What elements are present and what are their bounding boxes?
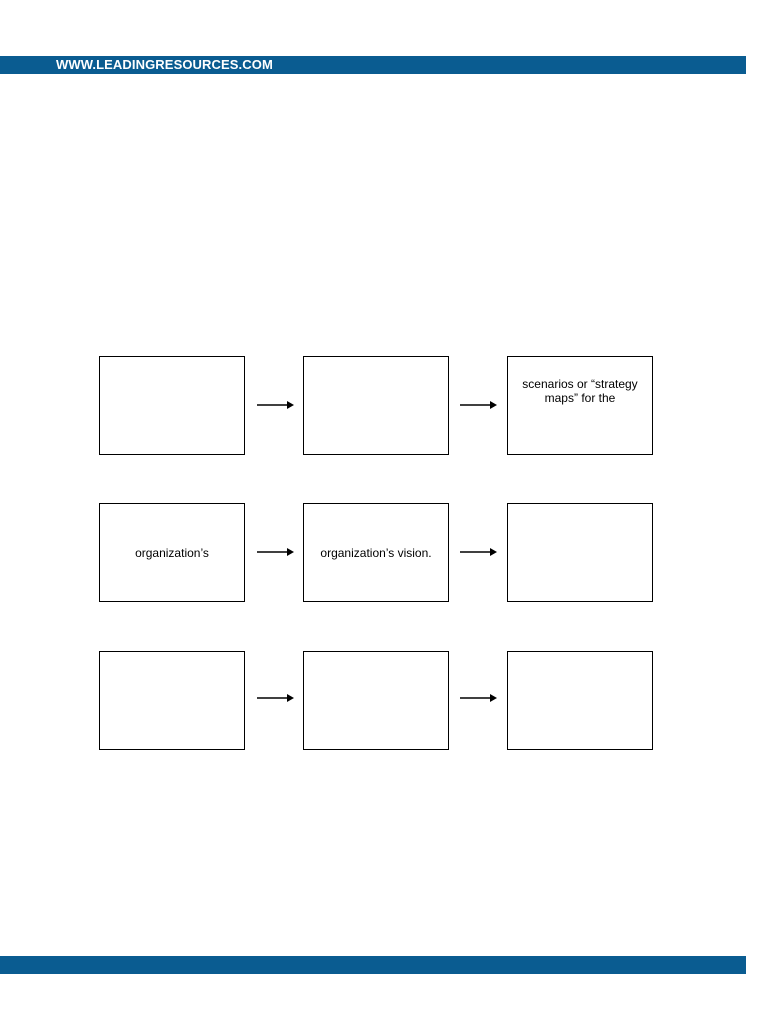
arrow-right-icon <box>460 547 498 557</box>
arrow-right-icon <box>460 400 498 410</box>
arrow-right-icon <box>257 400 295 410</box>
arrow-right-icon <box>460 693 498 703</box>
flow-box-r2-c1: organization’s <box>99 503 245 602</box>
flow-box-r3-c2 <box>303 651 449 750</box>
header-bar: WWW.LEADINGRESOURCES.COM <box>0 56 746 74</box>
website-url[interactable]: WWW.LEADINGRESOURCES.COM <box>56 57 273 72</box>
flow-box-r3-c1 <box>99 651 245 750</box>
flow-box-r2-c2: organization’s vision. <box>303 503 449 602</box>
arrow-right-icon <box>257 547 295 557</box>
flow-box-r1-c1 <box>99 356 245 455</box>
flow-box-r2-c3 <box>507 503 653 602</box>
footer-bar <box>0 956 746 974</box>
flow-box-r3-c3 <box>507 651 653 750</box>
arrow-right-icon <box>257 693 295 703</box>
flow-box-r1-c2 <box>303 356 449 455</box>
flow-box-r1-c3: scenarios or “strategy maps” for the <box>507 356 653 455</box>
